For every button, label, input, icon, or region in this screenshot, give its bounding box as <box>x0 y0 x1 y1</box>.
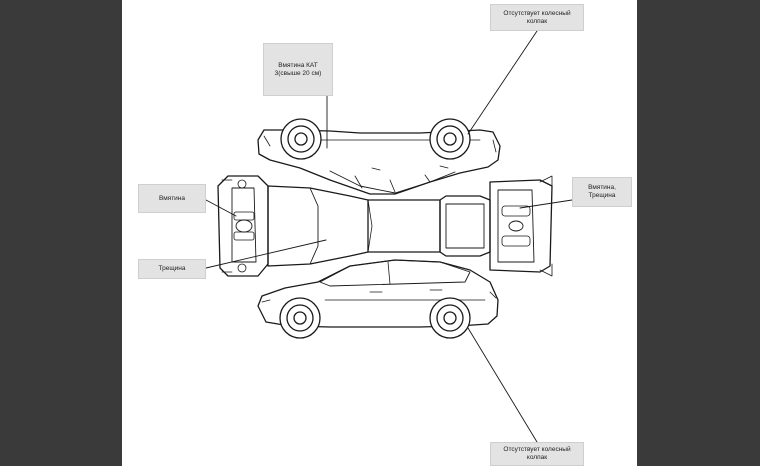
callout-text: Вмятина КАТ 3(свыше 20 см) <box>274 61 322 77</box>
car-top-view <box>267 185 491 267</box>
callout-crack-hood: Трещина <box>138 259 206 279</box>
callout-dent-front: Вмятина <box>138 184 206 213</box>
callout-dent-cat3: Вмятина КАТ 3(свыше 20 см) <box>263 43 333 96</box>
car-side-view-bottom <box>257 259 499 339</box>
leader-top-right <box>467 30 538 135</box>
leader-right <box>519 199 573 209</box>
callout-dent-crack-rear: Вмятина, Трещина <box>572 177 632 207</box>
car-front-view <box>217 175 269 277</box>
callout-text: Отсутствует колесный колпак <box>503 446 571 461</box>
callout-text: Трещина <box>158 265 186 272</box>
car-side-view-top <box>257 118 501 195</box>
callout-text: Вмятина, Трещина <box>588 184 616 199</box>
leader-bottom <box>467 327 538 443</box>
leader-left-upper <box>205 199 237 217</box>
car-rear-view <box>489 175 553 277</box>
right-dark-margin <box>637 0 760 466</box>
leader-left-lower <box>205 239 327 269</box>
callout-missing-hubcap-top: Отсутствует колесный колпак <box>490 4 584 31</box>
callout-text: Отсутствует колесный колпак <box>503 9 571 25</box>
callout-missing-hubcap-bottom: Отсутствует колесный колпак <box>490 442 584 466</box>
left-dark-margin <box>0 0 122 466</box>
callout-leaders <box>205 30 573 443</box>
callout-text: Вмятина <box>158 194 186 202</box>
